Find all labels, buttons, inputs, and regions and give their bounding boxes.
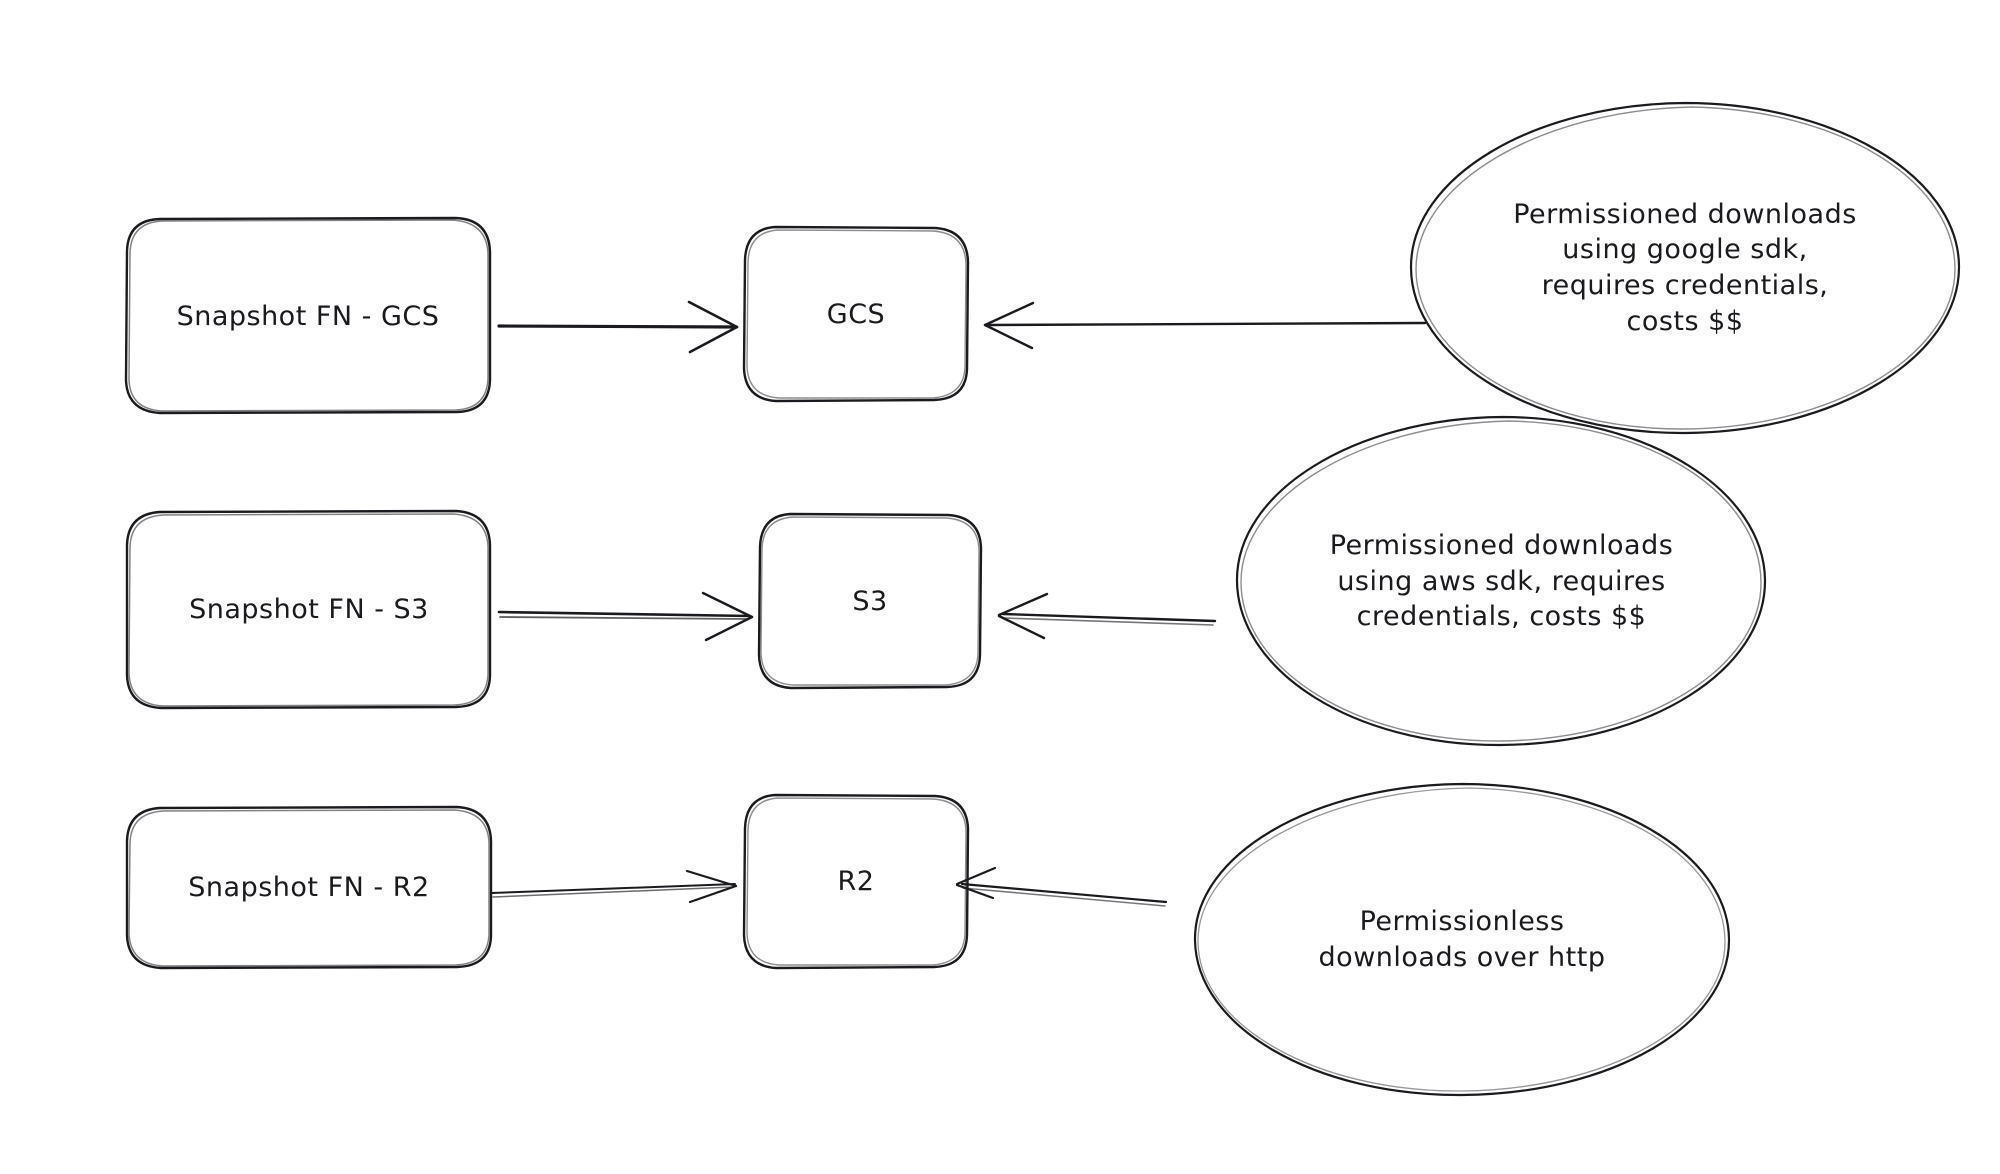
gcs-upload-arrow[interactable]: [497, 300, 739, 354]
note-s3-ellipse-shape[interactable]: [1235, 415, 1767, 747]
node-r2-shape[interactable]: [742, 793, 970, 970]
note-r2-ellipse-shape[interactable]: [1193, 782, 1731, 1097]
node-gcs-shape[interactable]: [742, 225, 970, 403]
s3-upload-arrow[interactable]: [497, 591, 754, 642]
node-snapshot-fn-r2-shape[interactable]: [125, 805, 493, 970]
r2-download-arrow[interactable]: [955, 866, 1168, 907]
gcs-download-arrow[interactable]: [983, 301, 1427, 350]
s3-download-arrow[interactable]: [997, 592, 1217, 640]
node-s3-shape[interactable]: [757, 512, 983, 690]
node-snapshot-fn-gcs-shape[interactable]: [124, 216, 492, 415]
r2-upload-arrow[interactable]: [491, 869, 738, 904]
node-snapshot-fn-s3-shape[interactable]: [125, 509, 492, 710]
note-gcs-ellipse-shape[interactable]: [1409, 101, 1961, 435]
